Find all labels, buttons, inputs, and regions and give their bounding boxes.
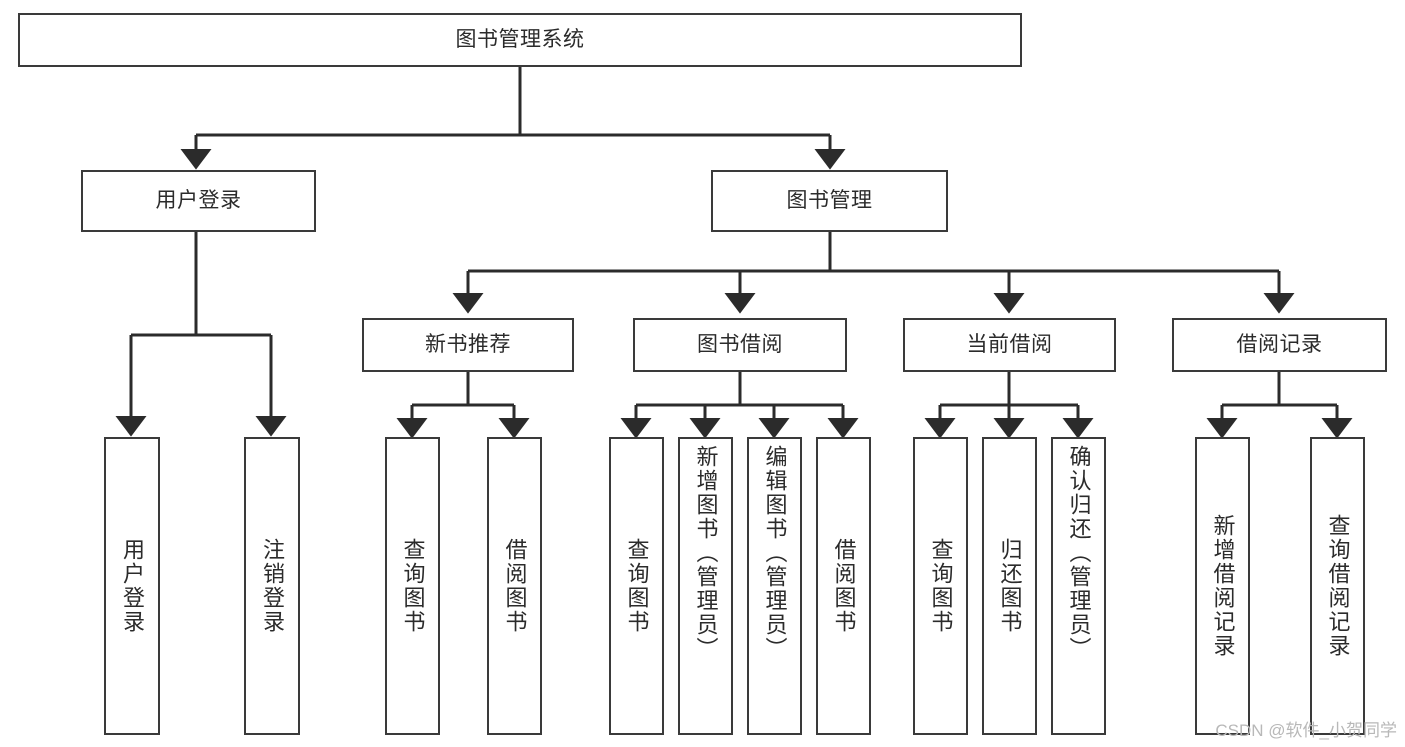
node-current-borrow-label: 当前借阅 [966, 333, 1053, 357]
node-leaf-user-login[interactable]: 用户登录 [104, 437, 160, 735]
node-leaf-add-book-label: 新增图书（管理员） [693, 445, 719, 661]
node-leaf-edit-book[interactable]: 编辑图书（管理员） [747, 437, 802, 735]
node-leaf-edit-book-label: 编辑图书（管理员） [762, 445, 788, 661]
node-leaf-add-book[interactable]: 新增图书（管理员） [678, 437, 733, 735]
node-leaf-query-book-2[interactable]: 查询图书 [609, 437, 664, 735]
node-leaf-borrow-book-2-label: 借阅图书 [831, 538, 857, 634]
node-leaf-query-book-3[interactable]: 查询图书 [913, 437, 968, 735]
node-new-book-recommend-label: 新书推荐 [425, 333, 511, 357]
node-borrow-record-label: 借阅记录 [1236, 333, 1323, 357]
csdn-watermark: CSDN @软件_小贺同学 [1215, 721, 1397, 740]
node-leaf-borrow-book-2[interactable]: 借阅图书 [816, 437, 871, 735]
node-leaf-confirm-return[interactable]: 确认归还（管理员） [1051, 437, 1106, 735]
node-leaf-user-login-label: 用户登录 [120, 538, 145, 634]
node-leaf-add-record-label: 新增借阅记录 [1210, 514, 1236, 658]
node-leaf-query-record-label: 查询借阅记录 [1325, 514, 1351, 658]
node-new-book-recommend[interactable]: 新书推荐 [362, 318, 574, 372]
node-leaf-query-book-1[interactable]: 查询图书 [385, 437, 440, 735]
node-root-label: 图书管理系统 [455, 28, 585, 52]
node-leaf-borrow-book-1-label: 借阅图书 [502, 538, 528, 634]
node-leaf-query-book-3-label: 查询图书 [928, 538, 954, 634]
node-leaf-logout-login-label: 注销登录 [260, 538, 285, 634]
node-book-manage[interactable]: 图书管理 [711, 170, 948, 232]
node-leaf-confirm-return-label: 确认归还（管理员） [1066, 445, 1092, 661]
node-leaf-return-book-label: 归还图书 [997, 538, 1023, 634]
node-leaf-query-record[interactable]: 查询借阅记录 [1310, 437, 1365, 735]
node-book-manage-label: 图书管理 [786, 189, 873, 213]
node-book-borrow-label: 图书借阅 [697, 333, 783, 357]
node-leaf-borrow-book-1[interactable]: 借阅图书 [487, 437, 542, 735]
node-borrow-record[interactable]: 借阅记录 [1172, 318, 1387, 372]
node-leaf-query-book-1-label: 查询图书 [400, 538, 426, 634]
node-leaf-logout-login[interactable]: 注销登录 [244, 437, 300, 735]
node-current-borrow[interactable]: 当前借阅 [903, 318, 1116, 372]
node-leaf-query-book-2-label: 查询图书 [624, 538, 650, 634]
node-leaf-return-book[interactable]: 归还图书 [982, 437, 1037, 735]
node-user-login[interactable]: 用户登录 [81, 170, 316, 232]
node-book-borrow[interactable]: 图书借阅 [633, 318, 847, 372]
node-user-login-label: 用户登录 [155, 189, 242, 213]
node-root[interactable]: 图书管理系统 [18, 13, 1022, 67]
node-leaf-add-record[interactable]: 新增借阅记录 [1195, 437, 1250, 735]
